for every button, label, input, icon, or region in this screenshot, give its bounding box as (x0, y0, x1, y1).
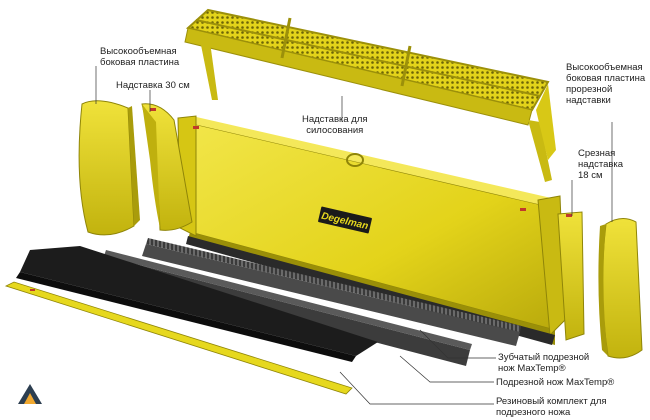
callout-toothed-blade: Зубчатый подрезной нож MaxTemp® (498, 352, 590, 374)
callout-cutting-extension-18cm: Срезная надставка 18 см (578, 148, 624, 181)
toothed-cutting-blade (142, 238, 521, 346)
callout-leaders (95, 66, 613, 405)
callout-rubber-kit: Резиновый комплект для подрезного ножа (496, 396, 607, 418)
rubber-kit (16, 246, 378, 362)
slotted-extension-side-plate-right (598, 218, 643, 359)
callout-side-plate: Высокообъемная боковая пластина (100, 46, 180, 68)
extension-30cm-left (141, 103, 193, 231)
callout-slotted-side-plate: Высокообъемная боковая пластина прорезно… (566, 62, 646, 106)
yellow-wear-strip (4, 281, 353, 395)
callout-silage-extension: Надставка для силосования (302, 114, 368, 136)
callout-cutting-blade: Подрезной нож MaxTemp® (496, 377, 615, 388)
silage-extension-mesh (184, 8, 556, 182)
logo-triangle-icon (18, 384, 42, 404)
callout-extension-30cm: Надставка 30 см (116, 80, 190, 91)
cutting-extension-18cm (557, 211, 585, 341)
high-volume-side-plate-left (78, 100, 140, 236)
